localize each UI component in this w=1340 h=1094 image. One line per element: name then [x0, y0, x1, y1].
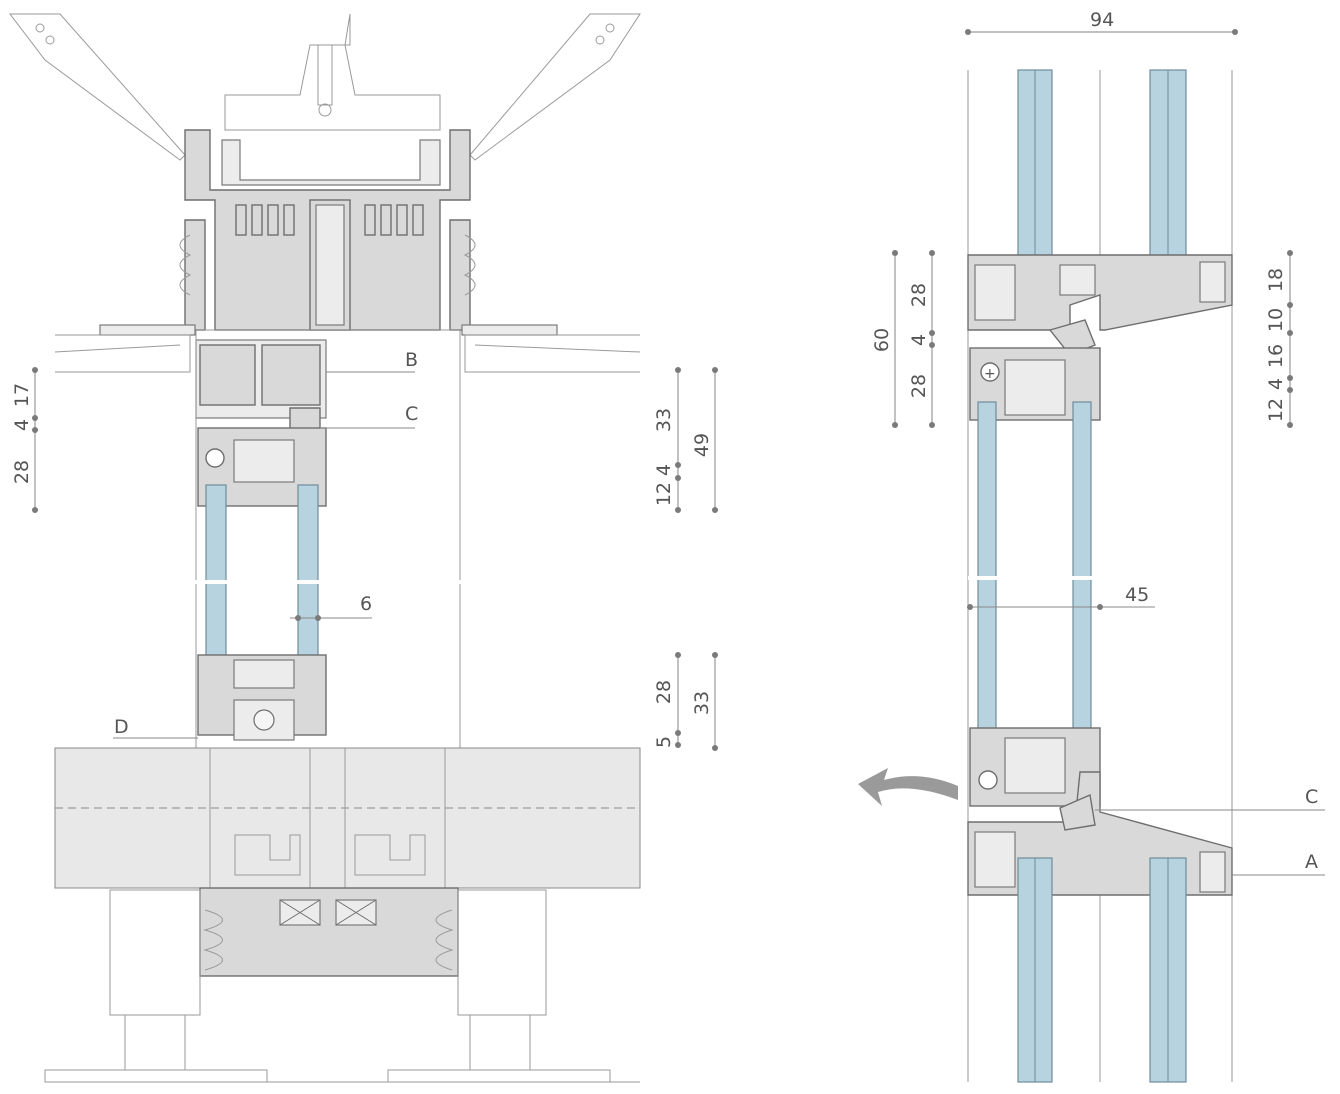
dim-6: 6	[360, 593, 372, 615]
top-transom-profile	[967, 254, 1233, 356]
dims-left-column: 17 4 28	[11, 367, 38, 513]
dim-60: 60	[871, 328, 893, 352]
bracket-arms	[8, 13, 641, 161]
dim-45: 45	[1125, 584, 1149, 606]
head-frame-profile	[179, 129, 476, 331]
floor-slab	[54, 747, 641, 889]
dims-right-right-column: 18 10 16 4 12	[1265, 250, 1293, 428]
dim-5: 5	[653, 736, 675, 748]
opening-direction-arrow-icon	[858, 768, 958, 806]
label-d: D	[114, 716, 129, 738]
dim-4-far-right: 4	[1265, 378, 1287, 390]
ceiling-slab	[54, 324, 641, 373]
dim-28: 28	[11, 460, 33, 484]
dims-mid-bottom: 28 5 33	[653, 652, 718, 751]
dim-28-lower: 28	[908, 374, 930, 398]
left-section: B C D 17 4 28 33 12 4 49 6	[8, 13, 718, 1083]
label-a: A	[1305, 851, 1318, 873]
label-b: B	[405, 349, 418, 371]
dim-94: 94	[1090, 9, 1114, 31]
dim-28-bottom: 28	[653, 680, 675, 704]
dim-33-bottom: 33	[691, 691, 713, 715]
dim-49: 49	[691, 433, 713, 457]
screw-icon: +	[984, 366, 996, 382]
dim-4-right: 4	[908, 334, 930, 346]
dims-right-left-column: 60 28 4 28	[871, 250, 935, 428]
dim-18: 18	[1265, 268, 1287, 292]
dim-16: 16	[1265, 344, 1287, 368]
sliding-sash-bottom	[197, 654, 327, 741]
sill-profile	[199, 887, 459, 977]
dim-12: 12	[1265, 398, 1287, 422]
dims-mid-top: 33 12 4 49	[653, 367, 718, 513]
dim-33: 33	[653, 408, 675, 432]
dim-4: 4	[11, 419, 33, 431]
fixed-frame-profile	[195, 339, 327, 461]
dim-28-upper: 28	[908, 283, 930, 307]
label-c: C	[405, 403, 418, 425]
label-c-right: C	[1305, 786, 1318, 808]
dim-10: 10	[1265, 308, 1287, 332]
dim-12-4: 12 4	[653, 464, 675, 506]
dim-17: 17	[11, 383, 33, 407]
right-section: 94 +	[858, 9, 1325, 1083]
floor-supports	[44, 889, 640, 1083]
